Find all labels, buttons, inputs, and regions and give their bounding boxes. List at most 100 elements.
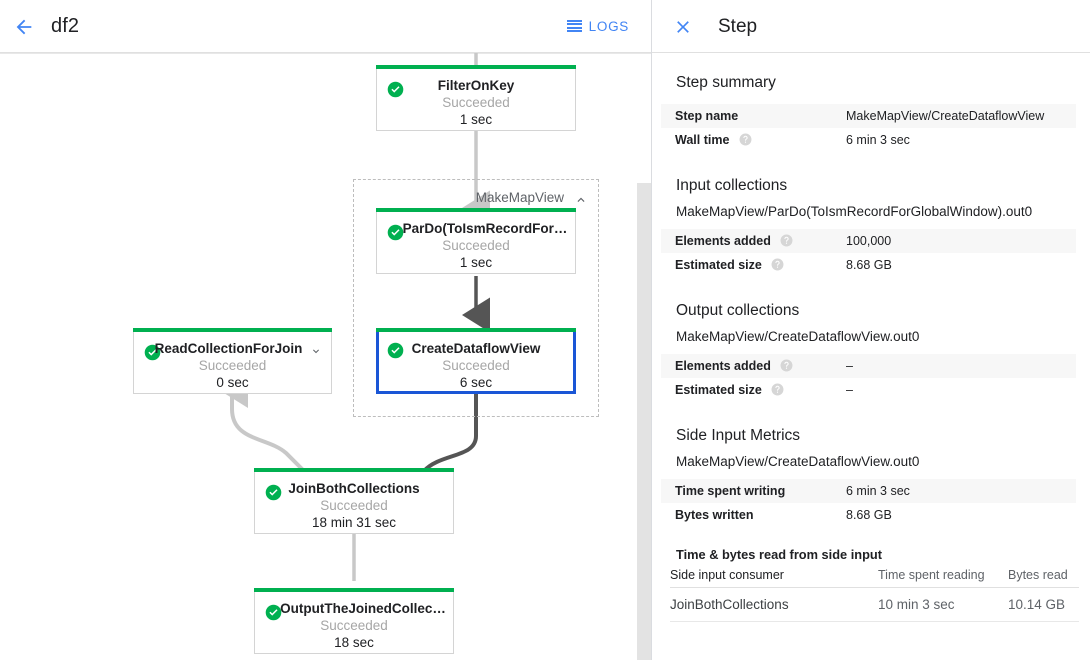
help-icon[interactable] — [780, 234, 793, 247]
node-time: 0 sec — [216, 375, 249, 390]
graph-edges — [216, 53, 490, 581]
row-key-label: Estimated size — [675, 258, 762, 272]
node-time: 6 sec — [459, 375, 493, 390]
row-key: Elements added — [661, 229, 840, 253]
chevron-down-icon[interactable] — [310, 344, 322, 356]
row-value: 8.68 GB — [846, 508, 892, 522]
node-status-bar — [376, 328, 576, 332]
node-status: Succeeded — [442, 238, 510, 253]
row-key-label: Elements added — [675, 359, 771, 373]
row-key-label: Time spent writing — [675, 484, 786, 498]
cell-time-spent-reading: 10 min 3 sec — [878, 587, 1008, 622]
table-row[interactable]: JoinBothCollections 10 min 3 sec 10.14 G… — [670, 587, 1079, 622]
row-key-label: Elements added — [675, 234, 771, 248]
section-title-side-input-metrics: Side Input Metrics — [676, 427, 801, 444]
column-header: Bytes read — [1008, 568, 1079, 588]
node-time: 1 sec — [459, 112, 493, 127]
job-header: df2 LOGS — [0, 0, 651, 53]
table-row: Estimated size 8.68 GB — [661, 253, 1076, 277]
table-row: Wall time 6 min 3 sec — [661, 128, 1076, 152]
row-key-label: Wall time — [675, 133, 730, 147]
check-circle-icon — [387, 81, 404, 98]
help-icon[interactable] — [771, 383, 784, 396]
node-name: ParDo(ToIsmRecordFor… — [402, 221, 568, 236]
section-title-side-input-read: Time & bytes read from side input — [676, 547, 882, 562]
table-row: Elements added – — [661, 354, 1076, 378]
row-key: Elements added — [661, 354, 840, 378]
node-time: 18 min 31 sec — [311, 515, 397, 530]
help-icon[interactable] — [739, 133, 752, 146]
job-graph-pane: df2 LOGS — [0, 0, 651, 660]
node-status: Succeeded — [442, 95, 510, 110]
help-icon[interactable] — [771, 258, 784, 271]
close-icon[interactable] — [670, 14, 696, 40]
row-value: 6 min 3 sec — [840, 479, 1076, 503]
job-graph-canvas[interactable]: MakeMapView FilterOnKey Succeeded 1 sec — [0, 53, 651, 660]
step-panel-body: Step summary Step name MakeMapView/Creat… — [652, 53, 1090, 660]
row-key: Wall time — [661, 128, 840, 152]
step-summary-table: Step name MakeMapView/CreateDataflowView… — [661, 104, 1076, 152]
node-name: ReadCollectionForJoin — [154, 341, 303, 356]
output-collections-table: Elements added – Estimated size – — [661, 354, 1076, 402]
output-collection-name: MakeMapView/CreateDataflowView.out0 — [676, 329, 920, 344]
logs-button-label: LOGS — [588, 18, 629, 34]
row-key-label: Step name — [675, 109, 739, 123]
cell-bytes-read: 10.14 GB — [1008, 587, 1079, 622]
logs-button[interactable]: LOGS — [566, 13, 629, 39]
hamburger-logs-icon — [566, 20, 582, 32]
canvas-top-rule — [0, 53, 651, 54]
row-value: 8.68 GB — [846, 258, 892, 272]
help-icon[interactable] — [780, 359, 793, 372]
graph-node-join-both-collections[interactable]: JoinBothCollections Succeeded 18 min 31 … — [254, 468, 454, 534]
node-name: CreateDataflowView — [411, 341, 541, 356]
table-row: Estimated size – — [661, 378, 1076, 402]
step-panel-title: Step — [718, 16, 758, 37]
check-circle-icon — [144, 344, 161, 361]
row-value: MakeMapView/CreateDataflowView — [840, 104, 1076, 128]
check-circle-icon — [265, 604, 282, 621]
graph-node-pardo-toismrecordfor[interactable]: ParDo(ToIsmRecordFor… Succeeded 1 sec — [376, 208, 576, 274]
input-collection-name: MakeMapView/ParDo(ToIsmRecordForGlobalWi… — [676, 204, 1033, 219]
check-circle-icon — [387, 224, 404, 241]
chevron-up-icon[interactable] — [574, 193, 588, 207]
step-panel-header: Step — [652, 0, 1090, 53]
node-status-bar — [376, 208, 576, 212]
row-value: – — [840, 354, 1076, 378]
row-key: Bytes written — [661, 503, 840, 527]
row-key-label: Estimated size — [675, 383, 762, 397]
column-header: Side input consumer — [670, 568, 878, 588]
table-header-row: Side input consumer Time spent reading B… — [670, 568, 1079, 588]
table-row: Step name MakeMapView/CreateDataflowView — [661, 104, 1076, 128]
node-status-bar — [133, 328, 332, 332]
group-makemapview[interactable]: MakeMapView — [353, 179, 599, 417]
graph-vertical-scrollbar[interactable] — [637, 183, 651, 660]
check-circle-icon — [265, 484, 282, 501]
graph-node-filter-on-key[interactable]: FilterOnKey Succeeded 1 sec — [376, 65, 576, 131]
node-status-bar — [376, 65, 576, 69]
step-details-panel: Step Step summary Step name MakeMapView/… — [652, 0, 1090, 660]
section-title-input-collections: Input collections — [676, 177, 788, 194]
row-key: Step name — [661, 104, 840, 128]
row-key-label: Bytes written — [675, 508, 754, 522]
table-row: Time spent writing 6 min 3 sec — [661, 479, 1076, 503]
page-title: df2 — [51, 15, 80, 37]
graph-node-create-dataflow-view[interactable]: CreateDataflowView Succeeded 6 sec — [376, 328, 576, 394]
row-key: Estimated size — [661, 378, 840, 402]
node-status: Succeeded — [198, 358, 267, 373]
row-key: Estimated size — [661, 253, 840, 277]
arrow-back-icon[interactable] — [10, 13, 38, 41]
row-key: Time spent writing — [661, 479, 840, 503]
table-row: Elements added 100,000 — [661, 229, 1076, 253]
section-title-output-collections: Output collections — [676, 302, 800, 319]
row-value: 100,000 — [840, 229, 1076, 253]
node-status-bar — [254, 588, 454, 592]
graph-node-read-collection-for-join[interactable]: ReadCollectionForJoin Succeeded 0 sec — [133, 328, 332, 394]
row-value: – — [846, 383, 853, 397]
cell-side-input-consumer: JoinBothCollections — [670, 587, 878, 622]
graph-node-output-the-joined-collection[interactable]: OutputTheJoinedCollec… Succeeded 18 sec — [254, 588, 454, 654]
input-collections-table: Elements added 100,000 Estimated size — [661, 229, 1076, 277]
side-input-read-table: Side input consumer Time spent reading B… — [670, 568, 1079, 622]
group-label: MakeMapView — [475, 190, 564, 205]
node-name: OutputTheJoinedCollec… — [280, 601, 446, 616]
check-circle-icon — [387, 342, 404, 359]
